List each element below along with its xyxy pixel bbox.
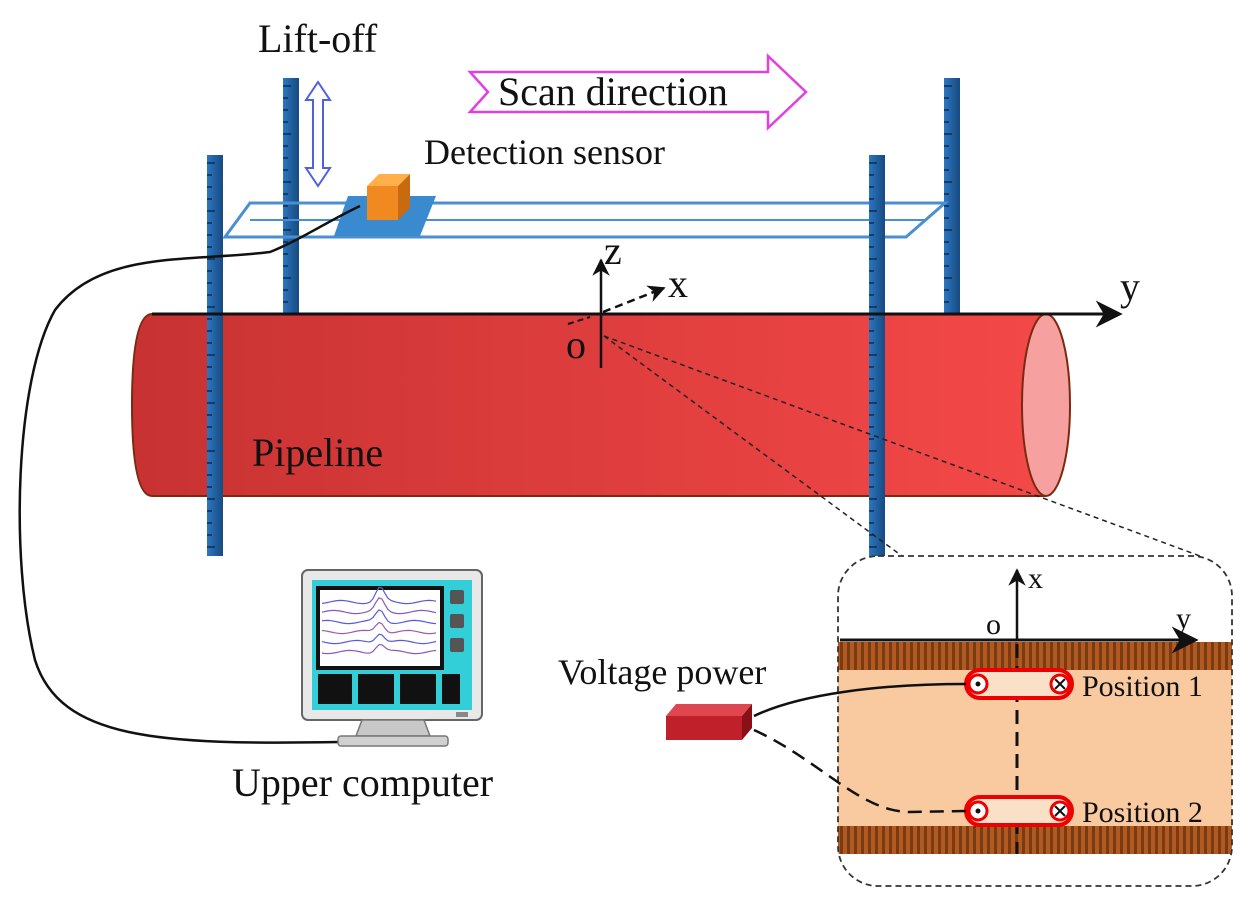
position-1-label: Position 1: [1082, 670, 1203, 703]
upper-computer-label: Upper computer: [232, 760, 493, 805]
coil-position-1: [964, 668, 1074, 700]
inset-panel: x y o Position 1 Position 2: [837, 555, 1233, 887]
sensor-cable: [18, 204, 361, 744]
main-axes: z x y o: [152, 228, 1140, 368]
lift-off-label: Lift-off: [258, 16, 378, 61]
pipeline-end-face: [1021, 313, 1071, 497]
voltage-power-label: Voltage power: [558, 652, 766, 692]
wire-position-2: [753, 728, 967, 814]
inset-y-label: y: [1176, 602, 1191, 635]
inset-origin-label: o: [986, 608, 1001, 641]
position-2-label: Position 2: [1082, 796, 1203, 829]
zoom-lines: [603, 335, 1201, 557]
inset-bottom-wall: [838, 826, 1232, 854]
pipeline: [130, 313, 1071, 497]
post-ruler-ticks: [207, 85, 952, 548]
inset-x-label: x: [1028, 562, 1043, 595]
power-supply-icon: [666, 704, 752, 740]
wire-position-1: [753, 682, 967, 718]
lift-off-arrow: [304, 80, 332, 188]
x-axis-main: [602, 285, 666, 314]
scan-direction-arrow: [467, 53, 808, 131]
back-left-post: [283, 78, 299, 314]
y-axis-label: y: [1120, 264, 1140, 309]
monitor-icon: [301, 569, 483, 747]
pipeline-label: Pipeline: [252, 430, 383, 475]
sensor-cube-icon: [367, 174, 410, 220]
scan-direction-label: Scan direction: [498, 69, 728, 114]
monitor-screen: [316, 586, 444, 670]
z-axis-label: z: [604, 228, 622, 273]
origin-label: o: [566, 322, 586, 367]
back-right-post: [944, 78, 960, 314]
x-axis-label: x: [668, 261, 688, 306]
coil-position-2: [964, 795, 1074, 827]
detection-sensor-label: Detection sensor: [424, 132, 665, 172]
